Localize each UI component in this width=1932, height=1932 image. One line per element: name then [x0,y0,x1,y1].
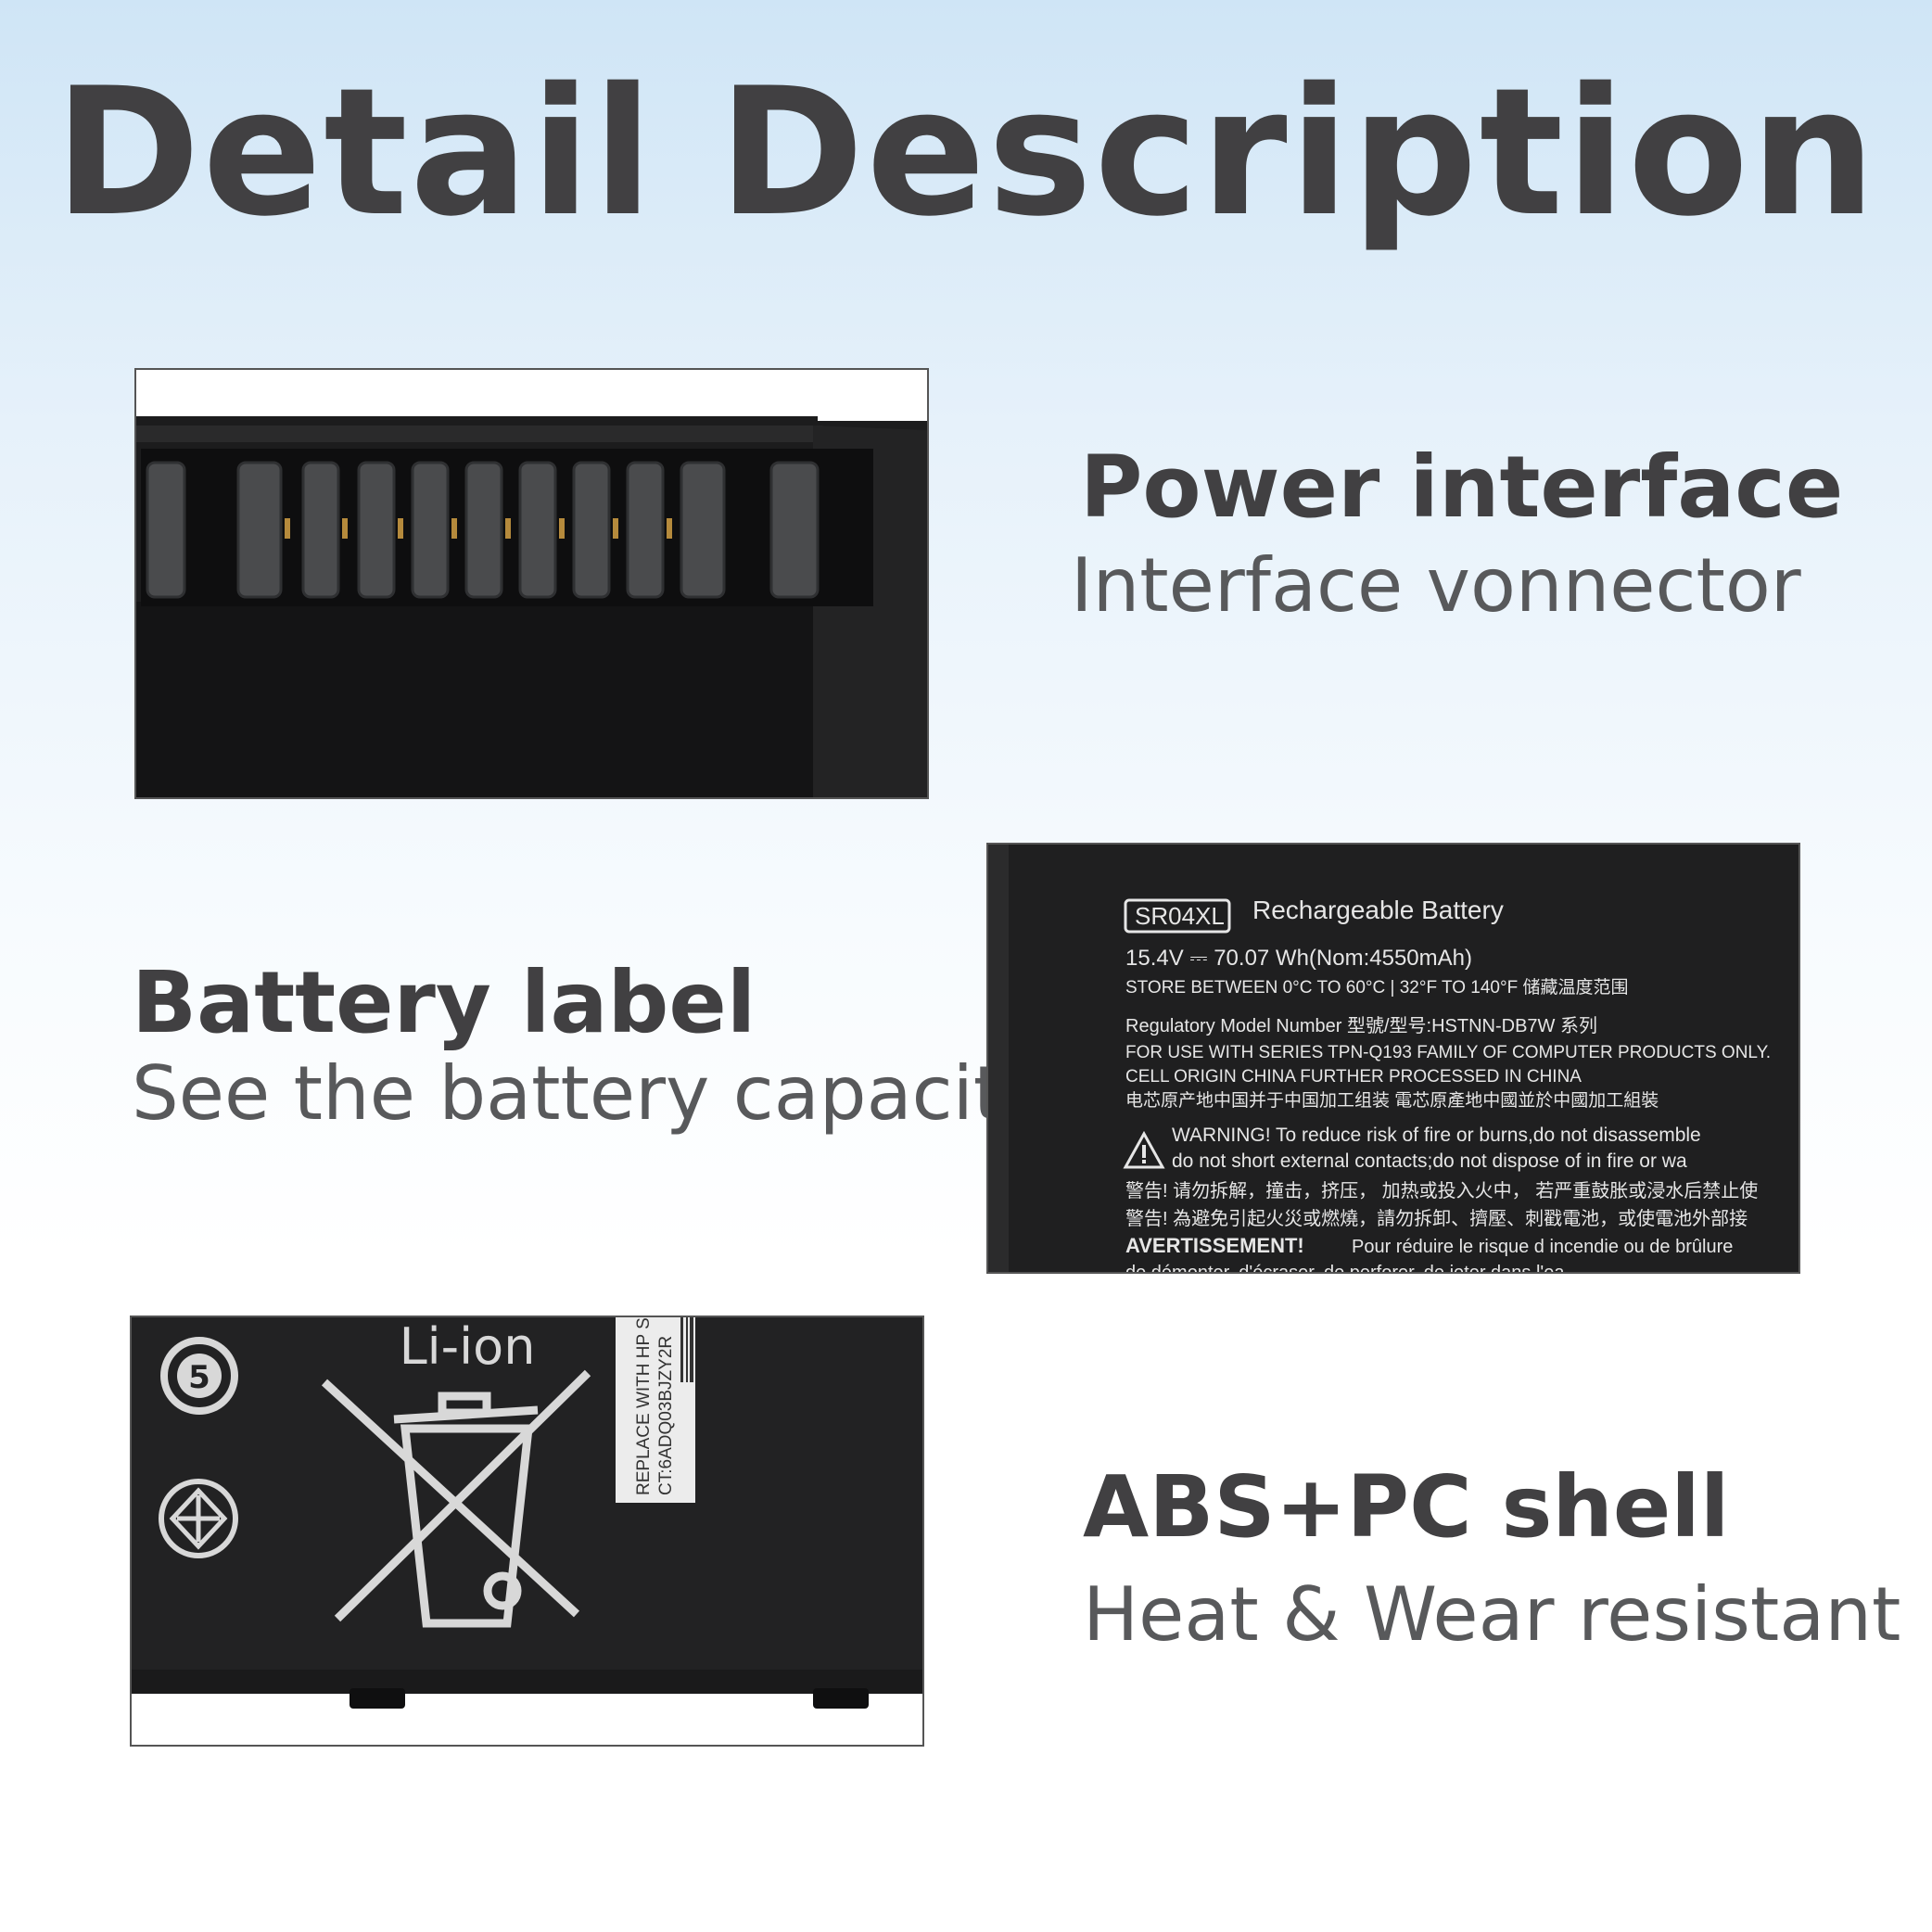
page-title: Detail Description [54,50,1878,255]
battery-label-photo: SR04XL Rechargeable Battery 15.4V ⎓ 70.0… [986,843,1800,1274]
sticker-line-1: REPLACE WITH HP S [634,1317,654,1495]
label-avert-line-2: de démonter, d'écraser, de perforer, de … [1125,1263,1565,1272]
label-model: SR04XL [1135,902,1225,930]
label-storage: STORE BETWEEN 0°C TO 60°C | 32°F TO 140°… [1125,977,1628,998]
recycle-number: 5 [188,1359,210,1396]
feature-subtitle-power: Interface vonnector [1071,542,1801,629]
feature-subtitle-shell: Heat & Wear resistant [1083,1571,1901,1658]
feature-heading-label: Battery label [132,953,756,1052]
label-series: FOR USE WITH SERIES TPN-Q193 FAMILY OF C… [1125,1043,1771,1062]
battery-label-illustration: SR04XL Rechargeable Battery 15.4V ⎓ 70.0… [988,845,1799,1272]
label-origin: CELL ORIGIN CHINA FURTHER PROCESSED IN C… [1125,1067,1582,1087]
feature-subtitle-label: See the battery capacity [132,1050,1047,1137]
warning-triangle-icon [1123,1130,1165,1169]
label-type: Rechargeable Battery [1252,896,1504,924]
shell-photo: 5 Li-ion REPLACE WITH HP S CT:6ADQ03BJZY… [130,1316,924,1747]
liion-text: Li-ion [400,1317,536,1376]
label-warning-cn-1: 警告! 请勿拆解，撞击，挤压， 加热或投入火中， 若严重鼓胀或浸水后禁止使 [1125,1180,1758,1201]
power-interface-photo [134,368,929,799]
feature-heading-shell: ABS+PC shell [1083,1457,1730,1557]
label-warning-cn-2: 警告! 為避免引起火災或燃燒，請勿拆卸、擠壓、刺戳電池，或使電池外部接 [1125,1208,1748,1229]
label-avert: AVERTISSEMENT! [1125,1234,1304,1257]
recycle-5-icon: 5 [160,1337,238,1415]
certification-icon [159,1479,238,1558]
sticker-line-2: CT:6ADQ03BJZY2R [656,1336,676,1495]
barcode-sticker: REPLACE WITH HP S CT:6ADQ03BJZY2R [616,1317,695,1503]
label-avert-text: Pour réduire le risque d incendie ou de … [1352,1237,1733,1257]
connector-illustration [136,370,927,797]
crossed-bin-icon [321,1369,591,1628]
label-rating: 15.4V ⎓ 70.07 Wh(Nom:4550mAh) [1125,946,1472,971]
label-regulatory: Regulatory Model Number 型號/型号:HSTNN-DB7W… [1125,1015,1597,1036]
label-warning-2: do not short external contacts;do not di… [1172,1150,1687,1172]
label-origin-cn: 电芯原产地中国并于中国加工组装 電芯原產地中國並於中國加工組裝 [1125,1090,1659,1111]
label-warning-1: WARNING! To reduce risk of fire or burns… [1172,1125,1701,1146]
feature-heading-power: Power interface [1080,438,1844,537]
shell-illustration: 5 Li-ion REPLACE WITH HP S CT:6ADQ03BJZY… [132,1317,922,1745]
